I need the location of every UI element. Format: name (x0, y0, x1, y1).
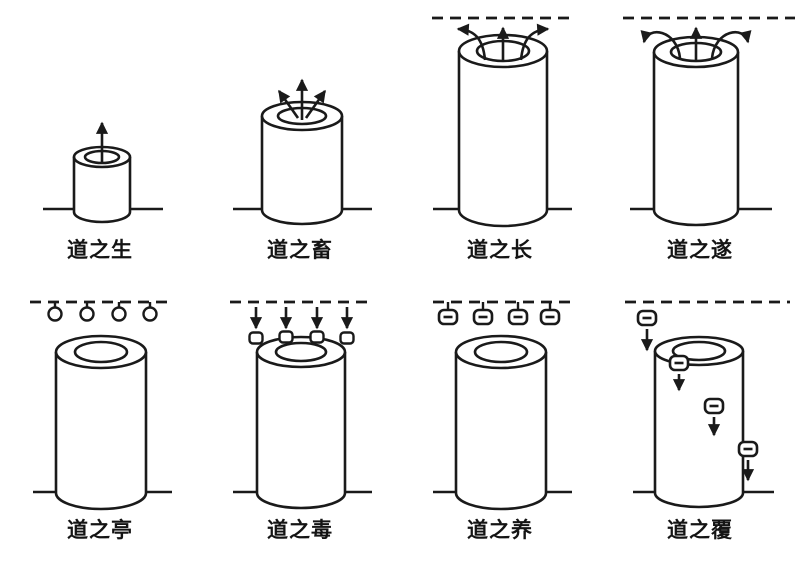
cylinder-vessel (454, 334, 548, 511)
dao-zhi-sheng-drawing (43, 121, 163, 224)
up-arrow-left-icon (277, 89, 300, 119)
panel-dao-zhi-yang: 道之养 (400, 280, 600, 561)
panel-caption-ting: 道之亭 (67, 519, 133, 542)
overflow-arrow-right-icon (710, 30, 752, 59)
falling-block-icon (248, 331, 264, 345)
panel-caption-fu: 道之覆 (667, 519, 733, 542)
cylinder-opening (473, 340, 529, 364)
panel-caption-xu: 道之畜 (267, 239, 333, 262)
dao-zhi-ting-drawing (30, 300, 172, 511)
cylinder-vessel (652, 35, 740, 227)
panel-caption-du: 道之毒 (267, 519, 333, 542)
dao-zhi-sui-drawing (623, 16, 795, 227)
up-arrow-right-icon (304, 89, 327, 119)
panel-dao-zhi-sui: 道之遂 (600, 0, 800, 280)
cylinder-vessel (457, 33, 549, 228)
cylinder-opening (73, 340, 129, 364)
dao-zhi-xu-drawing (233, 78, 372, 226)
panel-caption-yang: 道之养 (467, 519, 533, 542)
dao-zhi-fu-drawing (625, 300, 790, 509)
falling-block-icon (278, 330, 294, 344)
outward-arrow-right-icon (519, 23, 550, 61)
panel-caption-zhang: 道之长 (467, 239, 533, 262)
hanging-circle-icon (111, 306, 127, 322)
panel-dao-zhi-xu: 道之畜 (200, 0, 400, 280)
panel-caption-sui: 道之遂 (667, 239, 733, 262)
cylinder-vessel (255, 335, 347, 510)
cylinder-vessel (260, 100, 344, 226)
panel-dao-zhi-sheng: 道之生 (0, 0, 200, 280)
cylinder-vessel (54, 334, 148, 511)
overflow-arrow-left-icon (640, 30, 682, 59)
cylinder-vessel (653, 335, 745, 509)
hanging-circle-icon (47, 306, 63, 322)
hanging-circle-icon (142, 306, 158, 322)
falling-block-icon (339, 331, 355, 345)
falling-block-icon (309, 330, 325, 344)
outward-arrow-left-icon (456, 23, 487, 61)
hanging-circle-icon (79, 306, 95, 322)
panel-caption-sheng: 道之生 (67, 239, 133, 262)
panel-dao-zhi-fu: 道之覆 (600, 280, 800, 561)
dao-zhi-yang-drawing (433, 300, 572, 511)
panel-dao-zhi-zhang: 道之长 (400, 0, 600, 280)
dao-zhi-zhang-drawing (432, 16, 573, 228)
panel-dao-zhi-du: 道之毒 (200, 280, 400, 561)
panel-dao-zhi-ting: 道之亭 (0, 280, 200, 561)
cylinder-opening (274, 341, 328, 363)
dao-zhi-du-drawing (230, 300, 372, 510)
